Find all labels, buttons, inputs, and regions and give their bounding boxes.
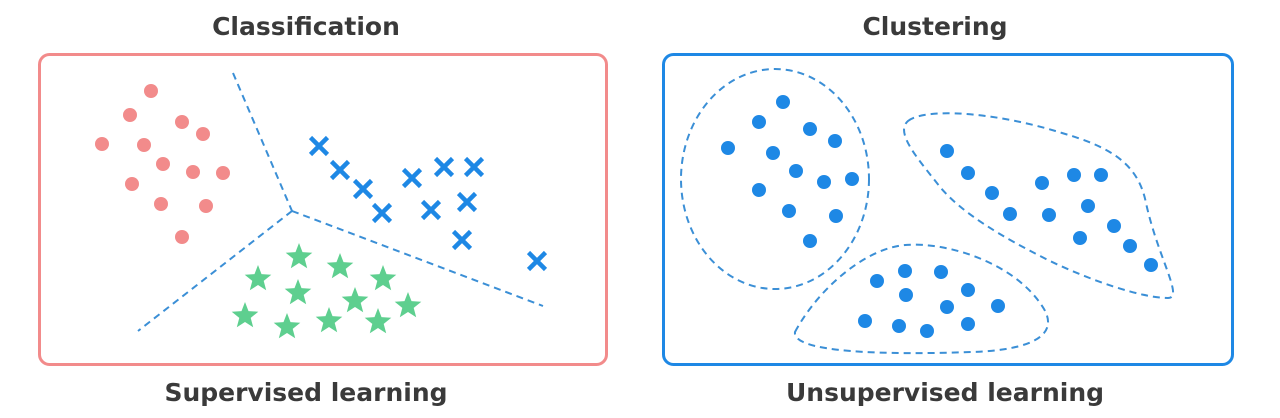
cluster-dot <box>766 146 780 160</box>
class-b-cross <box>451 229 473 251</box>
cluster-dot <box>920 324 934 338</box>
class-a-dot <box>137 138 151 152</box>
cluster-dot <box>1035 176 1049 190</box>
cluster-dot <box>1003 207 1017 221</box>
class-c-stars <box>231 243 422 339</box>
classification-panel <box>38 53 608 366</box>
decision-boundaries <box>137 72 544 332</box>
class-b-crosses <box>308 135 548 272</box>
class-a-dot <box>216 166 230 180</box>
class-a-dot <box>186 165 200 179</box>
cluster-outline <box>680 68 870 290</box>
cluster-outline <box>794 243 1050 355</box>
class-c-star <box>315 307 343 333</box>
boundary-line <box>291 210 544 307</box>
cluster-dot <box>858 314 872 328</box>
classification-frame <box>38 53 608 366</box>
boundary-line <box>137 210 293 332</box>
cluster-dot <box>991 299 1005 313</box>
cluster-dot <box>1107 219 1121 233</box>
class-a-dot <box>144 84 158 98</box>
class-b-cross <box>329 159 351 181</box>
class-a-dot <box>196 127 210 141</box>
cluster-dot <box>845 172 859 186</box>
class-c-star <box>394 292 422 318</box>
class-b-cross <box>401 167 423 189</box>
clustering-title: Clustering <box>862 12 1008 41</box>
classification-diagram <box>38 53 608 366</box>
cluster-outline <box>903 112 1174 300</box>
cluster-dot <box>1042 208 1056 222</box>
class-b-cross <box>371 202 393 224</box>
class-a-dot <box>95 137 109 151</box>
cluster-dot <box>934 265 948 279</box>
cluster-dot <box>1144 258 1158 272</box>
cluster-dot <box>829 209 843 223</box>
cluster-dot <box>803 234 817 248</box>
cluster-dot <box>782 204 796 218</box>
cluster-dots <box>721 95 1158 338</box>
class-c-star <box>284 279 312 305</box>
class-a-dot <box>175 230 189 244</box>
class-c-star <box>326 253 354 279</box>
class-c-star <box>273 313 301 339</box>
cluster-dot <box>776 95 790 109</box>
cluster-dot <box>940 144 954 158</box>
class-c-star <box>369 265 397 291</box>
cluster-dot <box>961 283 975 297</box>
class-c-star <box>364 308 392 334</box>
class-a-dot <box>154 197 168 211</box>
class-a-dot <box>175 115 189 129</box>
class-a-dot <box>123 108 137 122</box>
cluster-dot <box>961 166 975 180</box>
cluster-dot <box>892 319 906 333</box>
class-b-cross <box>308 135 330 157</box>
cluster-dot <box>752 115 766 129</box>
cluster-dot <box>1094 168 1108 182</box>
cluster-dot <box>870 274 884 288</box>
cluster-dot <box>961 317 975 331</box>
cluster-dot <box>752 183 766 197</box>
cluster-dot <box>898 264 912 278</box>
cluster-dot <box>1081 199 1095 213</box>
cluster-dot <box>1067 168 1081 182</box>
cluster-dot <box>721 141 735 155</box>
clustering-diagram <box>662 53 1234 366</box>
class-c-star <box>231 302 259 328</box>
cluster-dot <box>817 175 831 189</box>
class-b-cross <box>526 250 548 272</box>
unsupervised-caption: Unsupervised learning <box>785 378 1105 407</box>
class-a-dots <box>95 84 230 244</box>
class-b-cross <box>420 199 442 221</box>
cluster-dot <box>940 300 954 314</box>
class-b-cross <box>433 156 455 178</box>
cluster-dot <box>803 122 817 136</box>
cluster-dot <box>828 134 842 148</box>
class-b-cross <box>456 191 478 213</box>
class-a-dot <box>156 157 170 171</box>
class-c-star <box>341 287 369 313</box>
cluster-dot <box>985 186 999 200</box>
supervised-caption: Supervised learning <box>164 378 448 407</box>
class-c-star <box>244 265 272 291</box>
class-b-cross <box>352 178 374 200</box>
cluster-dot <box>1123 239 1137 253</box>
class-c-star <box>285 243 313 269</box>
classification-title: Classification <box>212 12 400 41</box>
class-a-dot <box>199 199 213 213</box>
class-b-cross <box>463 156 485 178</box>
clustering-panel <box>662 53 1234 366</box>
class-a-dot <box>125 177 139 191</box>
cluster-outlines <box>680 68 1174 355</box>
cluster-dot <box>899 288 913 302</box>
clustering-frame <box>662 53 1234 366</box>
cluster-dot <box>789 164 803 178</box>
cluster-dot <box>1073 231 1087 245</box>
boundary-line <box>232 72 293 212</box>
